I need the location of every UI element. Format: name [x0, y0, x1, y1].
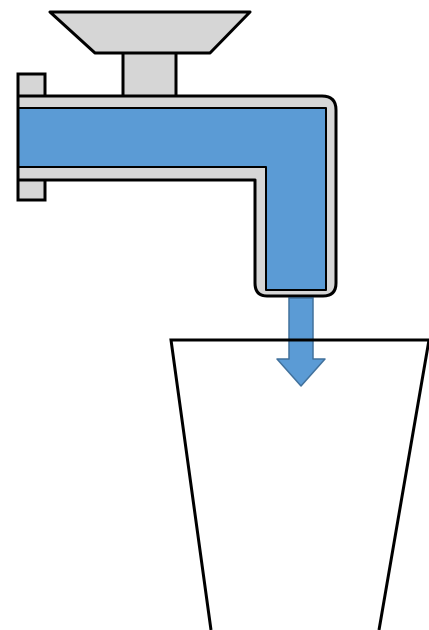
cup-right-side [377, 339, 429, 630]
tap-knob-stem [121, 51, 178, 102]
water-stream-arrow [276, 297, 326, 387]
faucet [16, 72, 338, 298]
water-stream [276, 297, 326, 387]
tap-knob-cap [48, 10, 252, 55]
cup [169, 338, 429, 630]
faucet-water-channel [17, 107, 327, 291]
tap-knob [48, 10, 252, 102]
